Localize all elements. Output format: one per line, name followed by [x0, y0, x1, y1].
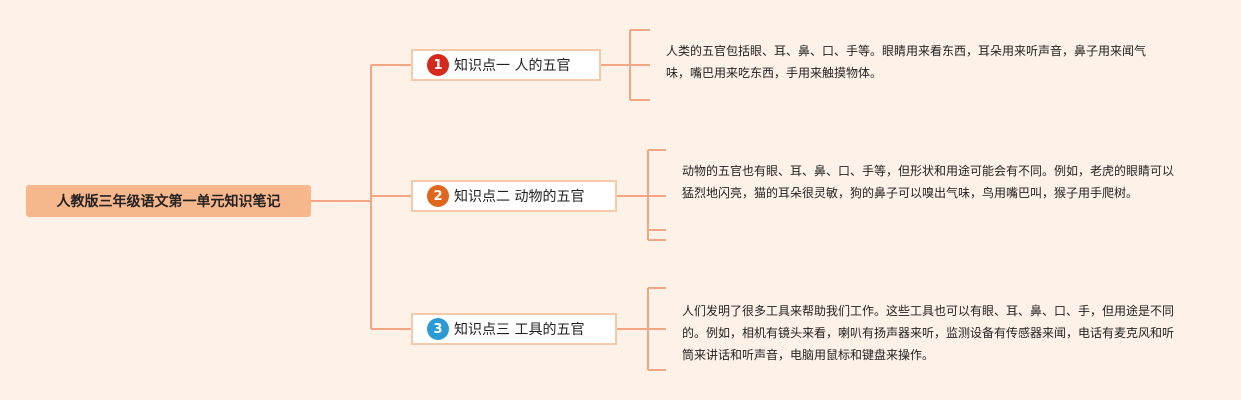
branch-node-2[interactable]: 2 知识点二 动物的五官: [411, 180, 617, 212]
note-text-2: 动物的五官也有眼、耳、鼻、口、手等，但形状和用途可能会有不同。例如，老虎的眼睛可…: [682, 164, 1175, 200]
branch-label-2: 知识点二 动物的五官: [454, 189, 585, 205]
note-text-1: 人类的五官包括眼、耳、鼻、口、手等。眼睛用来看东西，耳朵用来听声音，鼻子用来闻气…: [666, 44, 1147, 80]
number-badge-3: 3: [427, 318, 449, 340]
note-text-3: 人们发明了很多工具来帮助我们工作。这些工具也可以有眼、耳、鼻、口、手，但用途是不…: [682, 304, 1175, 362]
branch-node-3[interactable]: 3 知识点三 工具的五官: [411, 313, 617, 345]
branch-label-1: 知识点一 人的五官: [454, 58, 571, 74]
number-badge-1: 1: [427, 54, 449, 76]
branch-label-3: 知识点三 工具的五官: [454, 322, 585, 338]
root-node[interactable]: 人教版三年级语文第一单元知识笔记: [26, 185, 311, 217]
root-label: 人教版三年级语文第一单元知识笔记: [56, 194, 281, 210]
number-badge-2: 2: [427, 185, 449, 207]
branch-node-1[interactable]: 1 知识点一 人的五官: [411, 49, 601, 81]
